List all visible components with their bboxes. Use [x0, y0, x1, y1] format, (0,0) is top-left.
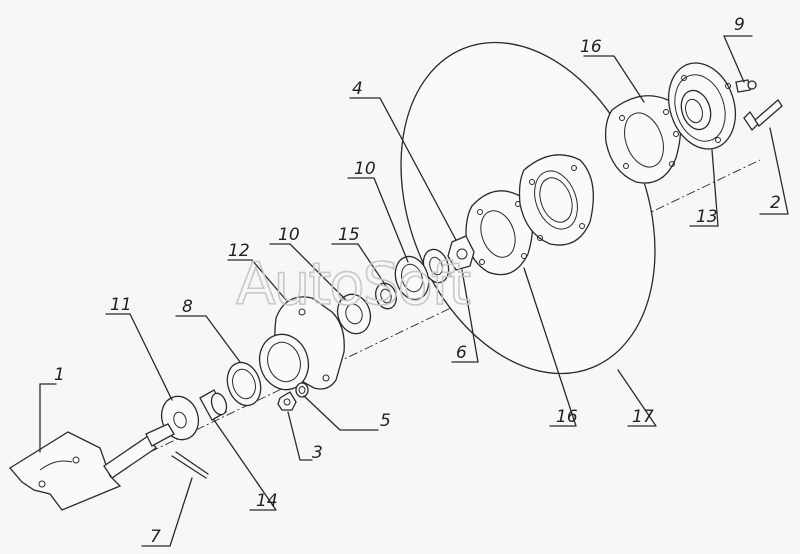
gasket-16-upper — [604, 95, 682, 184]
slotted-nut-6 — [447, 235, 475, 271]
callout-5: 5 — [380, 411, 391, 431]
washer-5 — [295, 382, 309, 398]
center-axis — [149, 159, 761, 453]
callout-17: 17 — [632, 407, 654, 427]
callout-15: 15 — [338, 225, 360, 245]
callout-3: 3 — [312, 443, 323, 463]
callout-16-upper: 16 — [580, 37, 602, 57]
callout-16-lower: 16 — [556, 407, 578, 427]
bracket-1 — [9, 423, 175, 511]
callout-4: 4 — [352, 79, 363, 99]
nut-3 — [277, 391, 297, 411]
leader-lines — [39, 35, 789, 547]
grease-nipple-9 — [735, 79, 757, 93]
bushing-14 — [199, 389, 228, 421]
cotter-pin-7 — [171, 451, 209, 479]
bolt-2 — [743, 99, 783, 132]
callout-10-lower: 10 — [278, 225, 300, 245]
hub-housing-12 — [258, 296, 345, 391]
callout-1: 1 — [54, 365, 65, 385]
flange-cap-13 — [668, 62, 736, 150]
bearing-15 — [375, 282, 397, 310]
callout-10-upper: 10 — [354, 159, 376, 179]
gasket-16-middle — [465, 190, 534, 276]
callout-6: 6 — [456, 343, 467, 363]
callout-9: 9 — [734, 15, 745, 35]
callout-12: 12 — [228, 241, 250, 261]
callout-8: 8 — [182, 297, 193, 317]
ring-15 — [336, 293, 372, 335]
watermark-text: AutoSoft — [236, 250, 470, 318]
seal-8 — [226, 361, 262, 407]
callout-13: 13 — [696, 207, 718, 227]
callout-11: 11 — [110, 295, 132, 315]
callout-7: 7 — [150, 527, 161, 547]
flange-plate — [518, 154, 594, 246]
callout-14: 14 — [256, 491, 278, 511]
bearing-10 — [394, 255, 430, 301]
callout-2: 2 — [770, 193, 781, 213]
